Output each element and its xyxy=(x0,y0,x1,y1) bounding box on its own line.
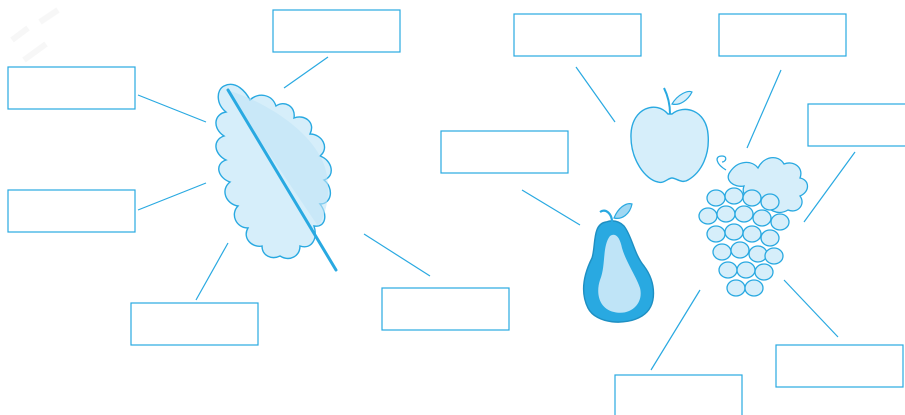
pear-leaf xyxy=(614,204,632,219)
leaf-pointer-bottom-left xyxy=(196,243,228,300)
apple-pointer-left xyxy=(576,67,615,122)
leaf-pointer-upper-left xyxy=(138,95,206,122)
apple-body xyxy=(631,107,708,182)
apple-leaf xyxy=(672,92,692,105)
pear-picture xyxy=(584,204,654,322)
grape-cluster xyxy=(699,188,789,296)
leaf-picture xyxy=(216,84,336,270)
leaf-pointer-bottom-right xyxy=(364,234,430,276)
pear-label-box[interactable] xyxy=(441,131,568,173)
grapes-label-box-bottom-right[interactable] xyxy=(776,345,903,387)
grapes-pointer-bottom xyxy=(651,290,700,370)
leaf-label-box-upper-left[interactable] xyxy=(8,67,135,109)
pear-stem xyxy=(600,211,612,222)
apple-stem xyxy=(664,88,670,114)
grapes-label-box-bottom[interactable] xyxy=(615,375,742,415)
apple-label-box-left[interactable] xyxy=(514,14,641,56)
apple-pointer-right xyxy=(747,70,781,148)
grapes-picture xyxy=(699,156,808,296)
apple-picture xyxy=(631,88,708,182)
leaf-label-box-bottom-right[interactable] xyxy=(382,288,509,330)
apple-label-box-right[interactable] xyxy=(719,14,846,56)
leaf-label-box-top[interactable] xyxy=(273,10,400,52)
watermark xyxy=(12,10,58,60)
leaf-pointer-lower-left xyxy=(138,183,206,210)
leaf-label-box-bottom-left[interactable] xyxy=(131,303,258,345)
pear-labels xyxy=(441,131,580,225)
grapes-label-box-right[interactable] xyxy=(808,104,905,146)
pear-pointer xyxy=(522,190,580,225)
leaf-label-box-lower-left[interactable] xyxy=(8,190,135,232)
grapes-pointer-bottom-right xyxy=(784,280,838,337)
grape-tendril xyxy=(717,156,726,170)
grapes-pointer-right xyxy=(804,152,855,222)
leaf-pointer-top xyxy=(284,57,328,88)
